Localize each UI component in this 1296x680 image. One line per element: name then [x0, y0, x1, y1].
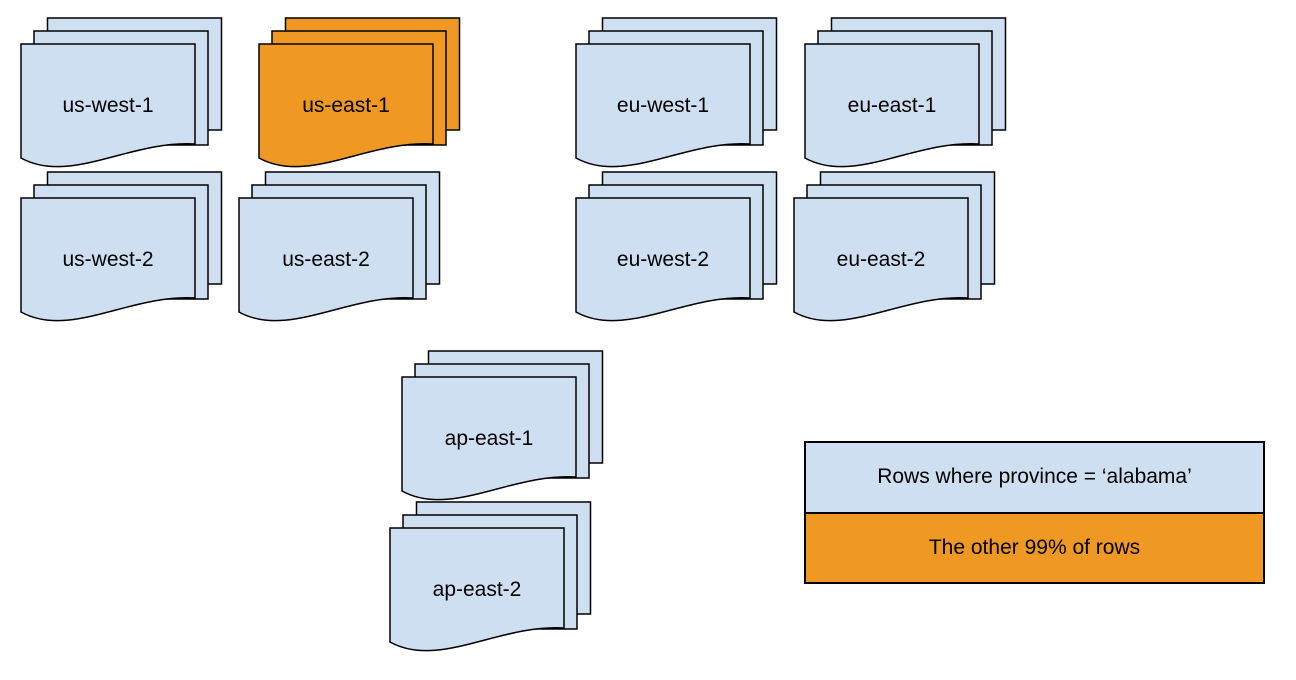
documents-icon: us-west-2 — [20, 171, 223, 322]
legend-item-alabama-rows: Rows where province = ‘alabama’ — [806, 443, 1263, 512]
doc-stack-us-west-1: us-west-1 — [20, 17, 223, 173]
documents-icon: eu-east-1 — [804, 17, 1007, 168]
legend-label: The other 99% of rows — [928, 535, 1141, 559]
stack-label: eu-west-2 — [617, 248, 709, 271]
documents-icon: us-west-1 — [20, 17, 223, 168]
doc-stack-us-east-2: us-east-2 — [238, 171, 441, 327]
doc-front — [793, 197, 969, 322]
doc-front — [575, 197, 751, 322]
stack-label: us-west-2 — [62, 248, 153, 271]
doc-stack-us-west-2: us-west-2 — [20, 171, 223, 327]
doc-front — [804, 43, 980, 168]
documents-icon: eu-east-2 — [793, 171, 996, 322]
legend-item-other-rows: The other 99% of rows — [806, 511, 1263, 582]
documents-icon: eu-west-1 — [575, 17, 778, 168]
doc-front — [20, 43, 196, 168]
stack-label: us-east-1 — [302, 94, 390, 117]
doc-stack-eu-west-2: eu-west-2 — [575, 171, 778, 327]
documents-icon: us-east-1 — [258, 17, 461, 168]
doc-front — [258, 43, 434, 168]
doc-stack-ap-east-2: ap-east-2 — [389, 501, 592, 657]
stack-label: us-east-2 — [282, 248, 370, 271]
doc-stack-eu-east-2: eu-east-2 — [793, 171, 996, 327]
legend: Rows where province = ‘alabama’ The othe… — [804, 441, 1265, 584]
stack-label: eu-east-1 — [848, 94, 937, 117]
documents-icon: eu-west-2 — [575, 171, 778, 322]
doc-stack-ap-east-1: ap-east-1 — [401, 350, 604, 506]
doc-stack-us-east-1: us-east-1 — [258, 17, 461, 173]
doc-front — [238, 197, 414, 322]
legend-label: Rows where province = ‘alabama’ — [877, 465, 1192, 489]
doc-front — [389, 527, 565, 652]
stack-label: ap-east-2 — [433, 578, 522, 601]
doc-front — [401, 376, 577, 501]
doc-stack-eu-west-1: eu-west-1 — [575, 17, 778, 173]
documents-icon: ap-east-2 — [389, 501, 592, 652]
stack-label: eu-west-1 — [617, 94, 709, 117]
doc-front — [575, 43, 751, 168]
stack-label: eu-east-2 — [837, 248, 926, 271]
stack-label: us-west-1 — [62, 94, 153, 117]
stack-label: ap-east-1 — [445, 427, 534, 450]
documents-icon: us-east-2 — [238, 171, 441, 322]
doc-stack-eu-east-1: eu-east-1 — [804, 17, 1007, 173]
documents-icon: ap-east-1 — [401, 350, 604, 501]
doc-front — [20, 197, 196, 322]
